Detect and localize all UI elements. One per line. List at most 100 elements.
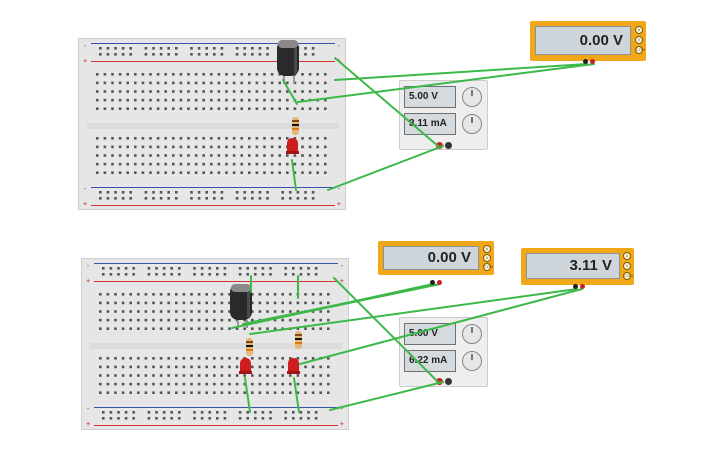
breadboard-hole[interactable]: [202, 90, 205, 93]
breadboard-hole[interactable]: [175, 318, 178, 322]
breadboard-hole[interactable]: [106, 191, 110, 194]
breadboard-hole[interactable]: [308, 98, 312, 102]
resistor[interactable]: [292, 117, 299, 135]
breadboard-hole[interactable]: [213, 191, 216, 194]
breadboard-hole[interactable]: [299, 411, 303, 414]
breadboard-hole[interactable]: [278, 154, 281, 157]
breadboard-hole[interactable]: [225, 98, 228, 102]
breadboard-hole[interactable]: [96, 107, 99, 110]
breadboard-hole[interactable]: [292, 411, 295, 414]
breadboard-hole[interactable]: [156, 98, 160, 102]
breadboard-hole[interactable]: [178, 417, 181, 420]
breadboard-hole[interactable]: [270, 81, 274, 85]
breadboard-hole[interactable]: [225, 73, 228, 76]
breadboard-hole[interactable]: [243, 197, 246, 200]
breadboard-hole[interactable]: [296, 374, 300, 377]
breadboard-hole[interactable]: [240, 107, 243, 110]
breadboard-hole[interactable]: [316, 73, 319, 76]
breadboard-hole[interactable]: [296, 327, 300, 330]
breadboard-hole[interactable]: [144, 391, 148, 394]
breadboard-hole[interactable]: [175, 191, 178, 194]
breadboard-hole[interactable]: [149, 162, 152, 166]
breadboard-hole[interactable]: [308, 162, 312, 166]
breadboard-hole[interactable]: [164, 107, 167, 110]
breadboard-hole[interactable]: [210, 137, 213, 140]
breadboard-hole[interactable]: [220, 47, 224, 50]
breadboard-hole[interactable]: [278, 98, 281, 102]
breadboard-hole[interactable]: [121, 301, 125, 305]
breadboard-hole[interactable]: [263, 162, 266, 166]
breadboard-hole[interactable]: [159, 293, 163, 296]
breadboard-hole[interactable]: [118, 73, 122, 76]
breadboard-hole[interactable]: [210, 73, 213, 76]
breadboard-hole[interactable]: [286, 137, 289, 140]
breadboard-hole[interactable]: [255, 98, 259, 102]
breadboard-hole[interactable]: [235, 197, 239, 200]
breadboard-hole[interactable]: [213, 47, 216, 50]
breadboard-hole[interactable]: [266, 365, 269, 369]
current-knob[interactable]: [462, 114, 482, 134]
breadboard-hole[interactable]: [248, 154, 251, 157]
breadboard-hole[interactable]: [278, 171, 281, 174]
breadboard-hole[interactable]: [213, 327, 216, 330]
breadboard-hole[interactable]: [238, 267, 242, 270]
breadboard-hole[interactable]: [273, 391, 277, 394]
breadboard-hole[interactable]: [106, 53, 110, 56]
breadboard-hole[interactable]: [175, 391, 178, 394]
breadboard-hole[interactable]: [172, 137, 175, 140]
breadboard-bottom[interactable]: - + - + - + - +: [81, 258, 349, 430]
breadboard-hole[interactable]: [311, 47, 315, 50]
breadboard-hole[interactable]: [193, 417, 196, 420]
breadboard-hole[interactable]: [149, 98, 152, 102]
breadboard-hole[interactable]: [159, 357, 163, 360]
breadboard-hole[interactable]: [261, 411, 265, 414]
breadboard-hole[interactable]: [187, 73, 190, 76]
breadboard-hole[interactable]: [238, 417, 242, 420]
breadboard-hole[interactable]: [149, 137, 152, 140]
breadboard-hole[interactable]: [225, 90, 228, 93]
breadboard-hole[interactable]: [96, 90, 99, 93]
breadboard-hole[interactable]: [292, 273, 295, 276]
breadboard-hole[interactable]: [190, 357, 193, 360]
breadboard-hole[interactable]: [311, 318, 315, 322]
breadboard-hole[interactable]: [202, 81, 205, 85]
breadboard-hole[interactable]: [149, 81, 152, 85]
breadboard-hole[interactable]: [155, 267, 158, 270]
breadboard-hole[interactable]: [103, 145, 107, 149]
breadboard-hole[interactable]: [118, 81, 122, 85]
breadboard-hole[interactable]: [129, 53, 132, 56]
breadboard-hole[interactable]: [121, 191, 125, 194]
breadboard-hole[interactable]: [258, 318, 262, 322]
breadboard-hole[interactable]: [220, 301, 224, 305]
breadboard-hole[interactable]: [99, 382, 102, 386]
breadboard-hole[interactable]: [316, 98, 319, 102]
breadboard-hole[interactable]: [220, 310, 224, 313]
breadboard-hole[interactable]: [106, 327, 110, 330]
breadboard-hole[interactable]: [301, 162, 304, 166]
breadboard-hole[interactable]: [190, 374, 193, 377]
breadboard-hole[interactable]: [179, 107, 183, 110]
breadboard-hole[interactable]: [327, 293, 330, 296]
multimeter-terminal-a[interactable]: A: [483, 245, 491, 253]
breadboard-hole[interactable]: [293, 162, 297, 166]
breadboard-hole[interactable]: [114, 197, 117, 200]
breadboard-hole[interactable]: [286, 162, 289, 166]
breadboard-hole[interactable]: [144, 318, 148, 322]
breadboard-hole[interactable]: [270, 73, 274, 76]
breadboard-hole[interactable]: [213, 318, 216, 322]
voltage-knob[interactable]: [462, 87, 482, 107]
breadboard-hole[interactable]: [254, 267, 257, 270]
breadboard-hole[interactable]: [243, 391, 246, 394]
resistor[interactable]: [295, 331, 302, 349]
breadboard-hole[interactable]: [327, 382, 330, 386]
breadboard-hole[interactable]: [217, 154, 221, 157]
breadboard-hole[interactable]: [270, 145, 274, 149]
multimeter-right[interactable]: 3.11 V A V COM: [521, 248, 634, 285]
breadboard-hole[interactable]: [296, 382, 300, 386]
breadboard-hole[interactable]: [200, 273, 204, 276]
breadboard-hole[interactable]: [187, 98, 190, 102]
breadboard-hole[interactable]: [187, 162, 190, 166]
breadboard-hole[interactable]: [202, 171, 205, 174]
breadboard-hole[interactable]: [266, 191, 269, 194]
breadboard-hole[interactable]: [220, 191, 224, 194]
